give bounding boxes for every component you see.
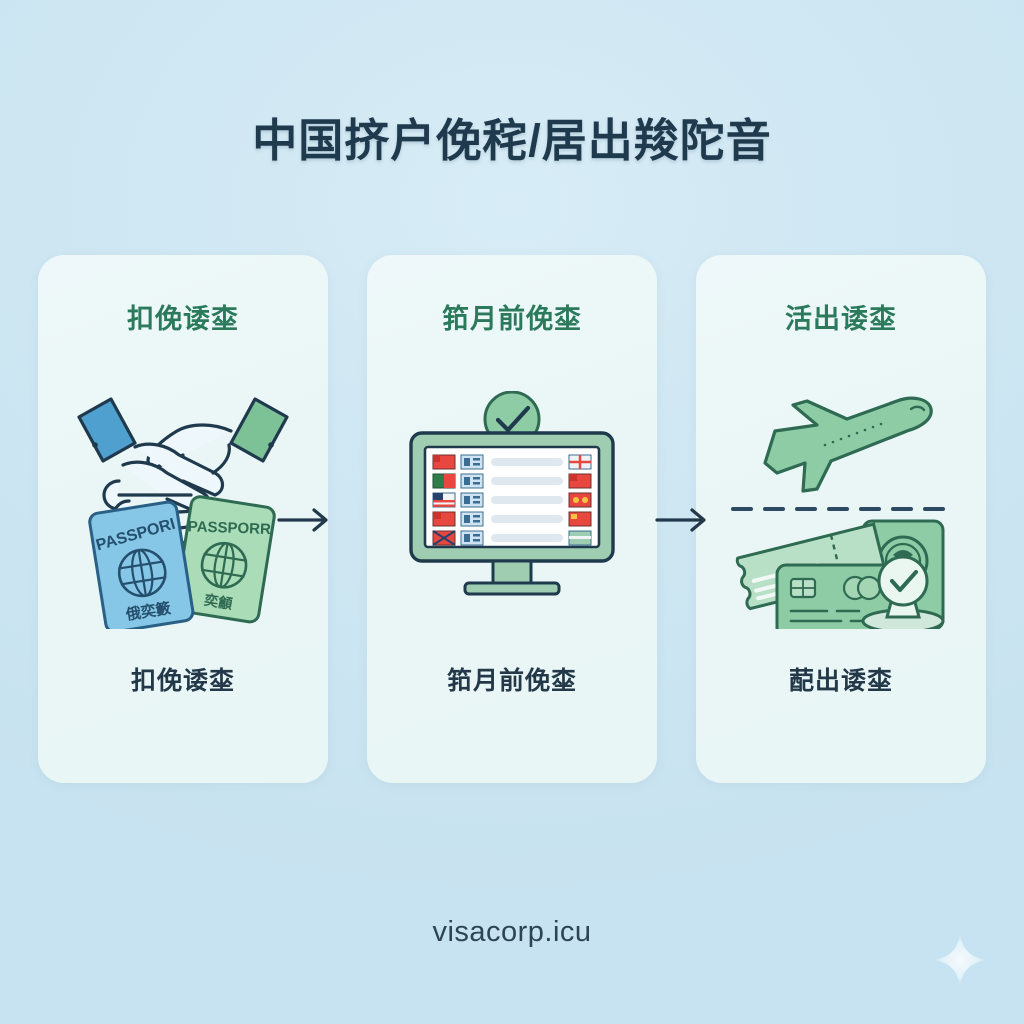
passport-green-label: PASSPORR <box>188 518 272 538</box>
passport-blue: PASSPORI 俄奕籔 <box>88 500 195 629</box>
step-1-illustration: PASSPORR 奕龥 PASSPORI <box>38 336 328 661</box>
page-title: 中国挤户俛秺/居出羧陀音 <box>252 115 772 166</box>
arrow-right-icon <box>655 508 706 532</box>
arrow-step-1-to-2 <box>277 505 333 535</box>
arrow-right-icon <box>277 508 328 532</box>
departure-graphic <box>731 396 959 629</box>
steps-container: 扣俛诿桽 <box>38 255 986 783</box>
checklist-row <box>432 511 592 527</box>
step-3-illustration <box>696 336 986 661</box>
monitor-checklist-graphic <box>409 391 615 596</box>
step-card-3[interactable]: 活出诿桽 <box>696 255 986 783</box>
step-1-caption: 扣俛诿桽 <box>130 667 235 695</box>
checklist-row <box>432 454 592 470</box>
step-2-illustration <box>367 336 657 661</box>
checklist-row <box>432 473 592 489</box>
step-2-heading: 筘月前俛桽 <box>442 304 582 334</box>
passport-green-sub: 奕龥 <box>203 591 234 611</box>
footer-url: visacorp.icu <box>432 916 592 948</box>
checklist-row <box>432 492 592 508</box>
sparkle-icon <box>930 930 990 990</box>
passport-green: PASSPORR 奕龥 <box>174 494 276 623</box>
checklist-rows <box>432 454 592 546</box>
stamp-icon <box>861 555 945 629</box>
handshake-passports-graphic: PASSPORR 奕龥 PASSPORI <box>77 396 289 629</box>
step-3-heading: 活出诿桽 <box>785 304 897 334</box>
passport-pair-icon: PASSPORR 奕龥 PASSPORI <box>88 494 276 629</box>
airplane-icon <box>763 396 933 493</box>
arrow-step-2-to-3 <box>655 505 711 535</box>
step-3-caption: 蓜出诿桽 <box>788 667 893 695</box>
step-card-2[interactable]: 筘月前俛桽 <box>367 255 657 783</box>
checklist-row <box>432 530 592 546</box>
sparkle-star-icon <box>934 934 986 986</box>
step-1-heading: 扣俛诿桽 <box>127 304 239 334</box>
step-2-caption: 筘月前俛桽 <box>446 667 577 695</box>
